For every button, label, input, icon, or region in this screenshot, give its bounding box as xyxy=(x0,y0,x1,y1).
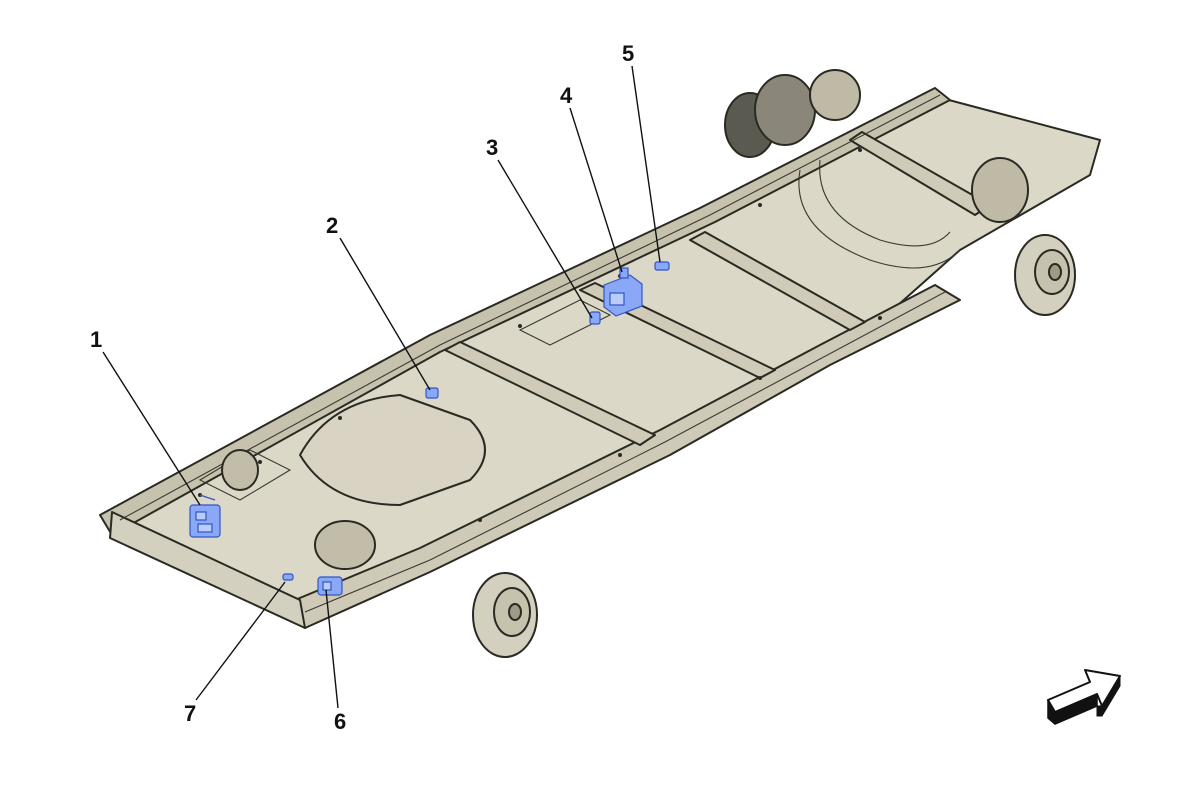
leader-line-5 xyxy=(631,65,661,263)
rear-left-hub xyxy=(724,74,816,158)
component-1-module xyxy=(189,494,221,538)
forward-direction-arrow-icon xyxy=(1047,669,1121,725)
rear-right-hub xyxy=(1014,234,1076,316)
component-2-sensor xyxy=(425,387,439,399)
component-7-sensor xyxy=(282,573,294,581)
callout-1: 1 xyxy=(90,327,102,352)
transmission-mount xyxy=(518,299,612,346)
front-right-hub xyxy=(472,572,538,658)
leader-line-3 xyxy=(497,159,593,319)
component-5-connector xyxy=(654,261,670,271)
callout-7: 7 xyxy=(184,701,196,726)
callouts: 1 2 3 4 5 6 7 xyxy=(90,41,634,734)
fuel-tank xyxy=(299,394,486,506)
leader-lines xyxy=(102,65,661,709)
front-crossmember xyxy=(109,511,306,629)
right-rail xyxy=(294,284,961,629)
callout-2: 2 xyxy=(326,213,338,238)
crossmember-1 xyxy=(444,341,656,446)
rail-detail-line-2 xyxy=(304,291,946,613)
frame-floor xyxy=(111,94,1101,611)
leader-line-1 xyxy=(102,351,201,506)
leader-line-2 xyxy=(339,237,431,391)
chassis-frame xyxy=(99,87,1101,629)
callout-6: 6 xyxy=(334,709,346,734)
component-4-module xyxy=(603,267,643,317)
rear-differential xyxy=(809,69,1029,223)
rear-kickup-inner xyxy=(819,159,951,247)
rear-kickup xyxy=(798,169,961,269)
callout-4: 4 xyxy=(560,83,573,108)
wheel-hubs xyxy=(221,69,1076,658)
callout-5: 5 xyxy=(622,41,634,66)
leader-line-4 xyxy=(569,107,623,273)
crossmember-3 xyxy=(689,231,866,331)
leader-line-7 xyxy=(195,581,286,701)
callout-3: 3 xyxy=(486,135,498,160)
front-suspension xyxy=(221,449,376,570)
highlighted-components xyxy=(189,261,670,596)
leader-line-6 xyxy=(325,589,339,709)
component-3-sensor xyxy=(589,311,601,325)
component-6-module xyxy=(317,576,343,596)
rail-detail-line-1 xyxy=(119,94,941,521)
